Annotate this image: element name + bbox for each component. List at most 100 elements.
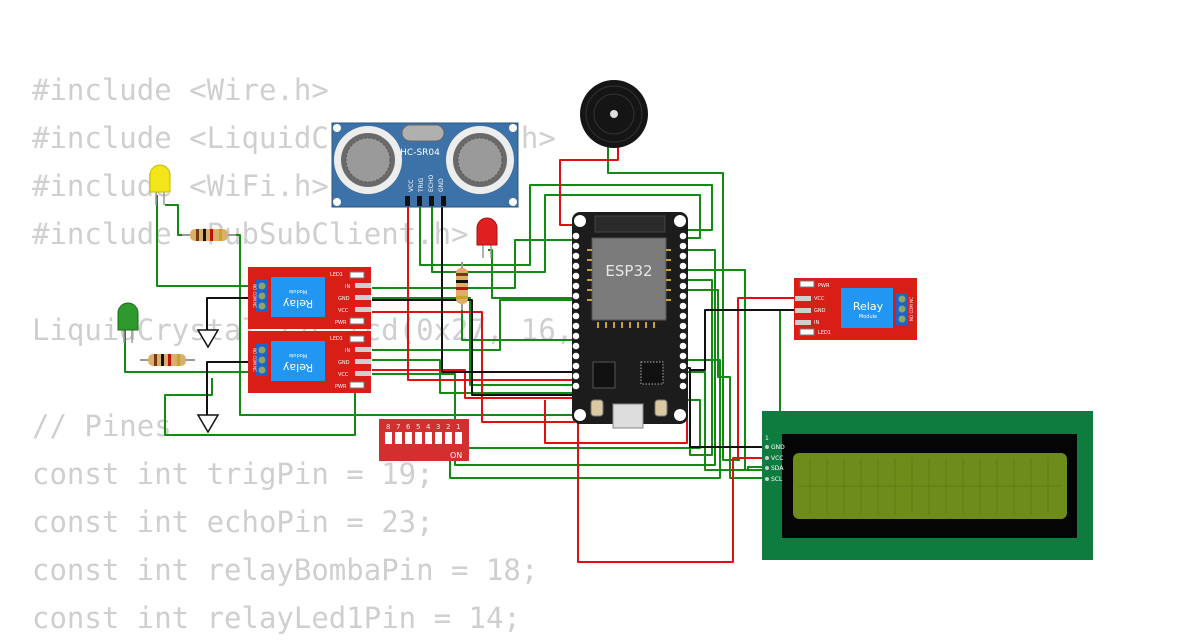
- transducer-left: [334, 126, 402, 194]
- wire-lcd-sda[interactable]: [687, 371, 775, 471]
- green-wires: [124, 145, 803, 481]
- relay-module-left-top[interactable]: Relay Module NO COM NC IN GND VCC LED1 P…: [248, 267, 371, 329]
- wire-relay-bottom-in[interactable]: [372, 299, 575, 351]
- dip-number: 3: [436, 423, 440, 431]
- esp32-right-pins: [679, 232, 687, 390]
- wire-lcd-gnd[interactable]: [687, 367, 775, 448]
- relay-led-label: LED1: [818, 330, 831, 336]
- led-green[interactable]: [117, 302, 139, 343]
- wire-esp-right-3[interactable]: [687, 279, 713, 456]
- buzzer[interactable]: [580, 80, 648, 148]
- wire-relay-top-vcc[interactable]: [372, 311, 575, 423]
- relay-pwr-label: PWR: [335, 384, 347, 390]
- relay-pwr-led: [349, 317, 365, 325]
- relay-module-left-bottom[interactable]: Relay Module NO COM NC IN GND VCC LED1 P…: [248, 331, 371, 393]
- wire-sensor-echo[interactable]: [431, 194, 701, 273]
- relay-led: [349, 335, 365, 343]
- wire-relay-right-in[interactable]: [690, 309, 803, 371]
- wire-relay-right-vcc[interactable]: [737, 297, 803, 458]
- wire-esp-bottom-red[interactable]: [577, 420, 775, 563]
- lcd-display[interactable]: 1 GND VCC SDA SCL: [762, 411, 1093, 560]
- relay-terminal-label: NO COM NC: [909, 297, 914, 321]
- lcd-pin[interactable]: [765, 456, 769, 460]
- dip-switch[interactable]: 8 7 6 5 4 3 2 1 ON: [379, 419, 469, 461]
- resistor-green-led[interactable]: [140, 354, 195, 366]
- relay-pin-label: GND: [814, 308, 826, 314]
- esp32-left-pins: [572, 232, 580, 390]
- ground-symbol: [196, 414, 220, 434]
- relay-pin-label: GND: [338, 296, 350, 302]
- lcd-pin[interactable]: [765, 445, 769, 449]
- relay-title: Relay: [853, 300, 884, 313]
- wire-relay-top-gnd-esp[interactable]: [372, 299, 575, 396]
- dip-number: 1: [456, 423, 460, 431]
- lcd-pin-scl-label: SCL: [771, 476, 783, 483]
- wire-esp-right-2[interactable]: [687, 289, 775, 479]
- relay-led: [349, 271, 365, 279]
- lcd-pin[interactable]: [765, 477, 769, 481]
- transducer-right: [446, 126, 514, 194]
- wire-esp-red-2[interactable]: [544, 400, 688, 444]
- red-wires: [372, 145, 803, 563]
- resistor-red-led[interactable]: [456, 262, 468, 310]
- sensor-pin[interactable]: [429, 196, 434, 206]
- wire-esp-left-4[interactable]: [372, 359, 575, 394]
- dip-number: 4: [426, 423, 431, 431]
- wire-relay-bottom-red[interactable]: [372, 369, 575, 399]
- relay-pin-label: IN: [345, 348, 350, 354]
- code-line: #include <WiFi.h>: [32, 169, 329, 203]
- relay-pin-label: IN: [814, 320, 819, 326]
- wire-yellow-led[interactable]: [156, 195, 258, 287]
- lcd-pin[interactable]: [765, 466, 769, 470]
- wire-esp-left-3[interactable]: [372, 297, 575, 386]
- code-line: const int relayBombaPin = 18;: [32, 553, 539, 587]
- wire-res-red[interactable]: [461, 305, 575, 341]
- relay-led-label: LED1: [330, 272, 343, 278]
- wire-relay-bottom-loop[interactable]: [164, 378, 356, 436]
- relay-module-right[interactable]: Relay Module NO COM NC VCC GND IN PWR LE…: [794, 278, 917, 340]
- relay-pwr-label: PWR: [818, 283, 830, 289]
- ultrasonic-sensor[interactable]: HC-SR04 VCC TRIG ECHO GND: [331, 122, 519, 208]
- wire-resistor-yellow[interactable]: [165, 204, 190, 236]
- relay-pin-label: IN: [345, 284, 350, 290]
- lcd-pin-one-label: 1: [765, 435, 769, 442]
- relay-terminal-label: NO COM NC: [252, 348, 257, 372]
- wire-esp-right-1[interactable]: [687, 269, 775, 471]
- sensor-pin[interactable]: [405, 196, 410, 206]
- dip-switch-levers: [385, 432, 462, 444]
- sensor-pin-gnd-label: GND: [438, 178, 445, 192]
- usb-port[interactable]: [612, 403, 644, 429]
- resistor-yellow-led[interactable]: [182, 229, 236, 241]
- code-line: // Pines: [32, 409, 172, 443]
- relay-led-label: LED1: [330, 336, 343, 342]
- relay-subtitle: Module: [289, 352, 307, 358]
- wire-green-led[interactable]: [124, 330, 258, 373]
- sensor-pin[interactable]: [441, 196, 446, 206]
- black-wires: [206, 205, 803, 448]
- dip-number: 7: [396, 423, 400, 431]
- wire-dip-2[interactable]: [449, 359, 721, 479]
- lcd-character-grid: [798, 458, 1062, 514]
- boot-button[interactable]: [590, 399, 604, 417]
- sensor-pin[interactable]: [417, 196, 422, 206]
- wire-sensor-gnd[interactable]: [441, 205, 575, 373]
- chip-pins: [587, 249, 671, 328]
- sensor-pin-trig-label: TRIG: [418, 177, 425, 193]
- dip-number: 2: [446, 423, 450, 431]
- led-yellow[interactable]: [149, 164, 171, 205]
- wire-red-led[interactable]: [488, 249, 575, 299]
- reset-button[interactable]: [654, 399, 668, 417]
- wire-sensor-vcc[interactable]: [407, 205, 575, 381]
- wire-buzzer-red[interactable]: [559, 145, 619, 226]
- wire-relay-bottom-vcc[interactable]: [372, 249, 716, 466]
- code-line: const int echoPin = 23;: [32, 505, 434, 539]
- wire-buzzer[interactable]: [607, 145, 740, 461]
- wire-sensor-trig[interactable]: [419, 184, 713, 266]
- sensor-pin-echo-label: ECHO: [428, 175, 435, 192]
- esp32-board[interactable]: ESP32: [572, 212, 688, 429]
- wire-relay-top-gnd[interactable]: [206, 297, 258, 330]
- wire-relay-bottom-gnd[interactable]: [206, 361, 258, 415]
- relay-subtitle: Module: [859, 314, 877, 320]
- led-red[interactable]: [476, 217, 498, 258]
